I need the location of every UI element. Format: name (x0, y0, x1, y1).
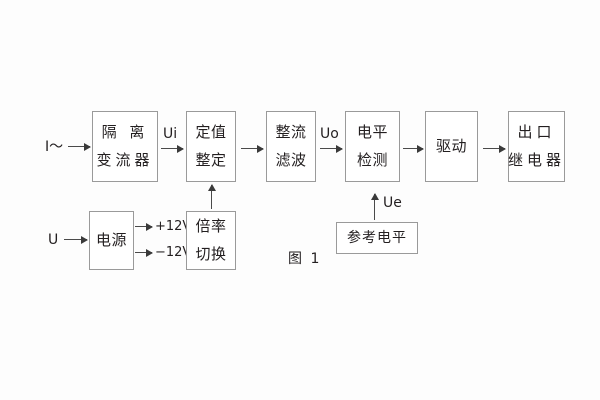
block-drive[interactable]: 驱动 (425, 111, 478, 182)
block-output-relay-line1: 出口 (517, 123, 556, 141)
block-multiplier-switch-line1: 倍率 (195, 217, 227, 235)
arrow-drive-to-output-relay (483, 144, 506, 153)
block-power-supply[interactable]: 电源 (89, 211, 134, 270)
arrow-level-detect-to-drive (403, 144, 424, 153)
label-ui: Ui (163, 126, 178, 142)
arrow-rail-positive (135, 222, 153, 231)
label-voltage-input: U (48, 232, 59, 248)
block-level-detect[interactable]: 电平 检测 (345, 111, 400, 182)
block-setting-value[interactable]: 定值 整定 (186, 111, 236, 182)
label-ue: Ue (383, 195, 402, 211)
arrow-current-input-to-isolation (68, 142, 91, 151)
block-drive-line1: 驱动 (435, 137, 467, 155)
block-rectify-filter[interactable]: 整流 滤波 (266, 111, 316, 182)
block-isolation-transformer-line2: 变流器 (96, 151, 154, 169)
arrow-rail-negative (135, 248, 153, 257)
block-level-detect-line2: 检测 (356, 151, 388, 169)
arrow-setting-to-rectify (241, 144, 264, 153)
block-setting-value-line1: 定值 (195, 123, 227, 141)
block-output-relay[interactable]: 出口 继电器 (508, 111, 565, 182)
label-rail-negative: −12V (155, 245, 192, 260)
block-setting-value-line2: 整定 (195, 151, 227, 169)
label-uo: Uo (320, 126, 339, 142)
block-isolation-transformer[interactable]: 隔 离 变流器 (92, 111, 158, 182)
block-isolation-transformer-line1: 隔 离 (101, 123, 149, 141)
block-output-relay-line2: 继电器 (508, 151, 566, 169)
block-multiplier-switch[interactable]: 倍率 切换 (186, 211, 236, 270)
arrow-multiplier-to-setting (207, 184, 216, 209)
label-rail-positive: +12V (155, 219, 192, 234)
block-rectify-filter-line2: 滤波 (275, 151, 307, 169)
block-level-detect-line1: 电平 (356, 123, 388, 141)
arrow-voltage-input-to-power-supply (64, 235, 88, 244)
figure-caption: 图 1 (288, 251, 322, 267)
block-reference-level[interactable]: 参考电平 (336, 222, 418, 254)
label-current-input: I～ (45, 139, 64, 155)
block-rectify-filter-line1: 整流 (275, 123, 307, 141)
block-power-supply-line1: 电源 (95, 231, 127, 249)
arrow-reference-level-to-level-detect (370, 193, 379, 220)
arrow-rectify-to-level-detect (320, 144, 343, 153)
block-multiplier-switch-line2: 切换 (195, 245, 227, 263)
arrow-isolation-to-setting (161, 144, 184, 153)
block-reference-level-line1: 参考电平 (347, 230, 407, 246)
